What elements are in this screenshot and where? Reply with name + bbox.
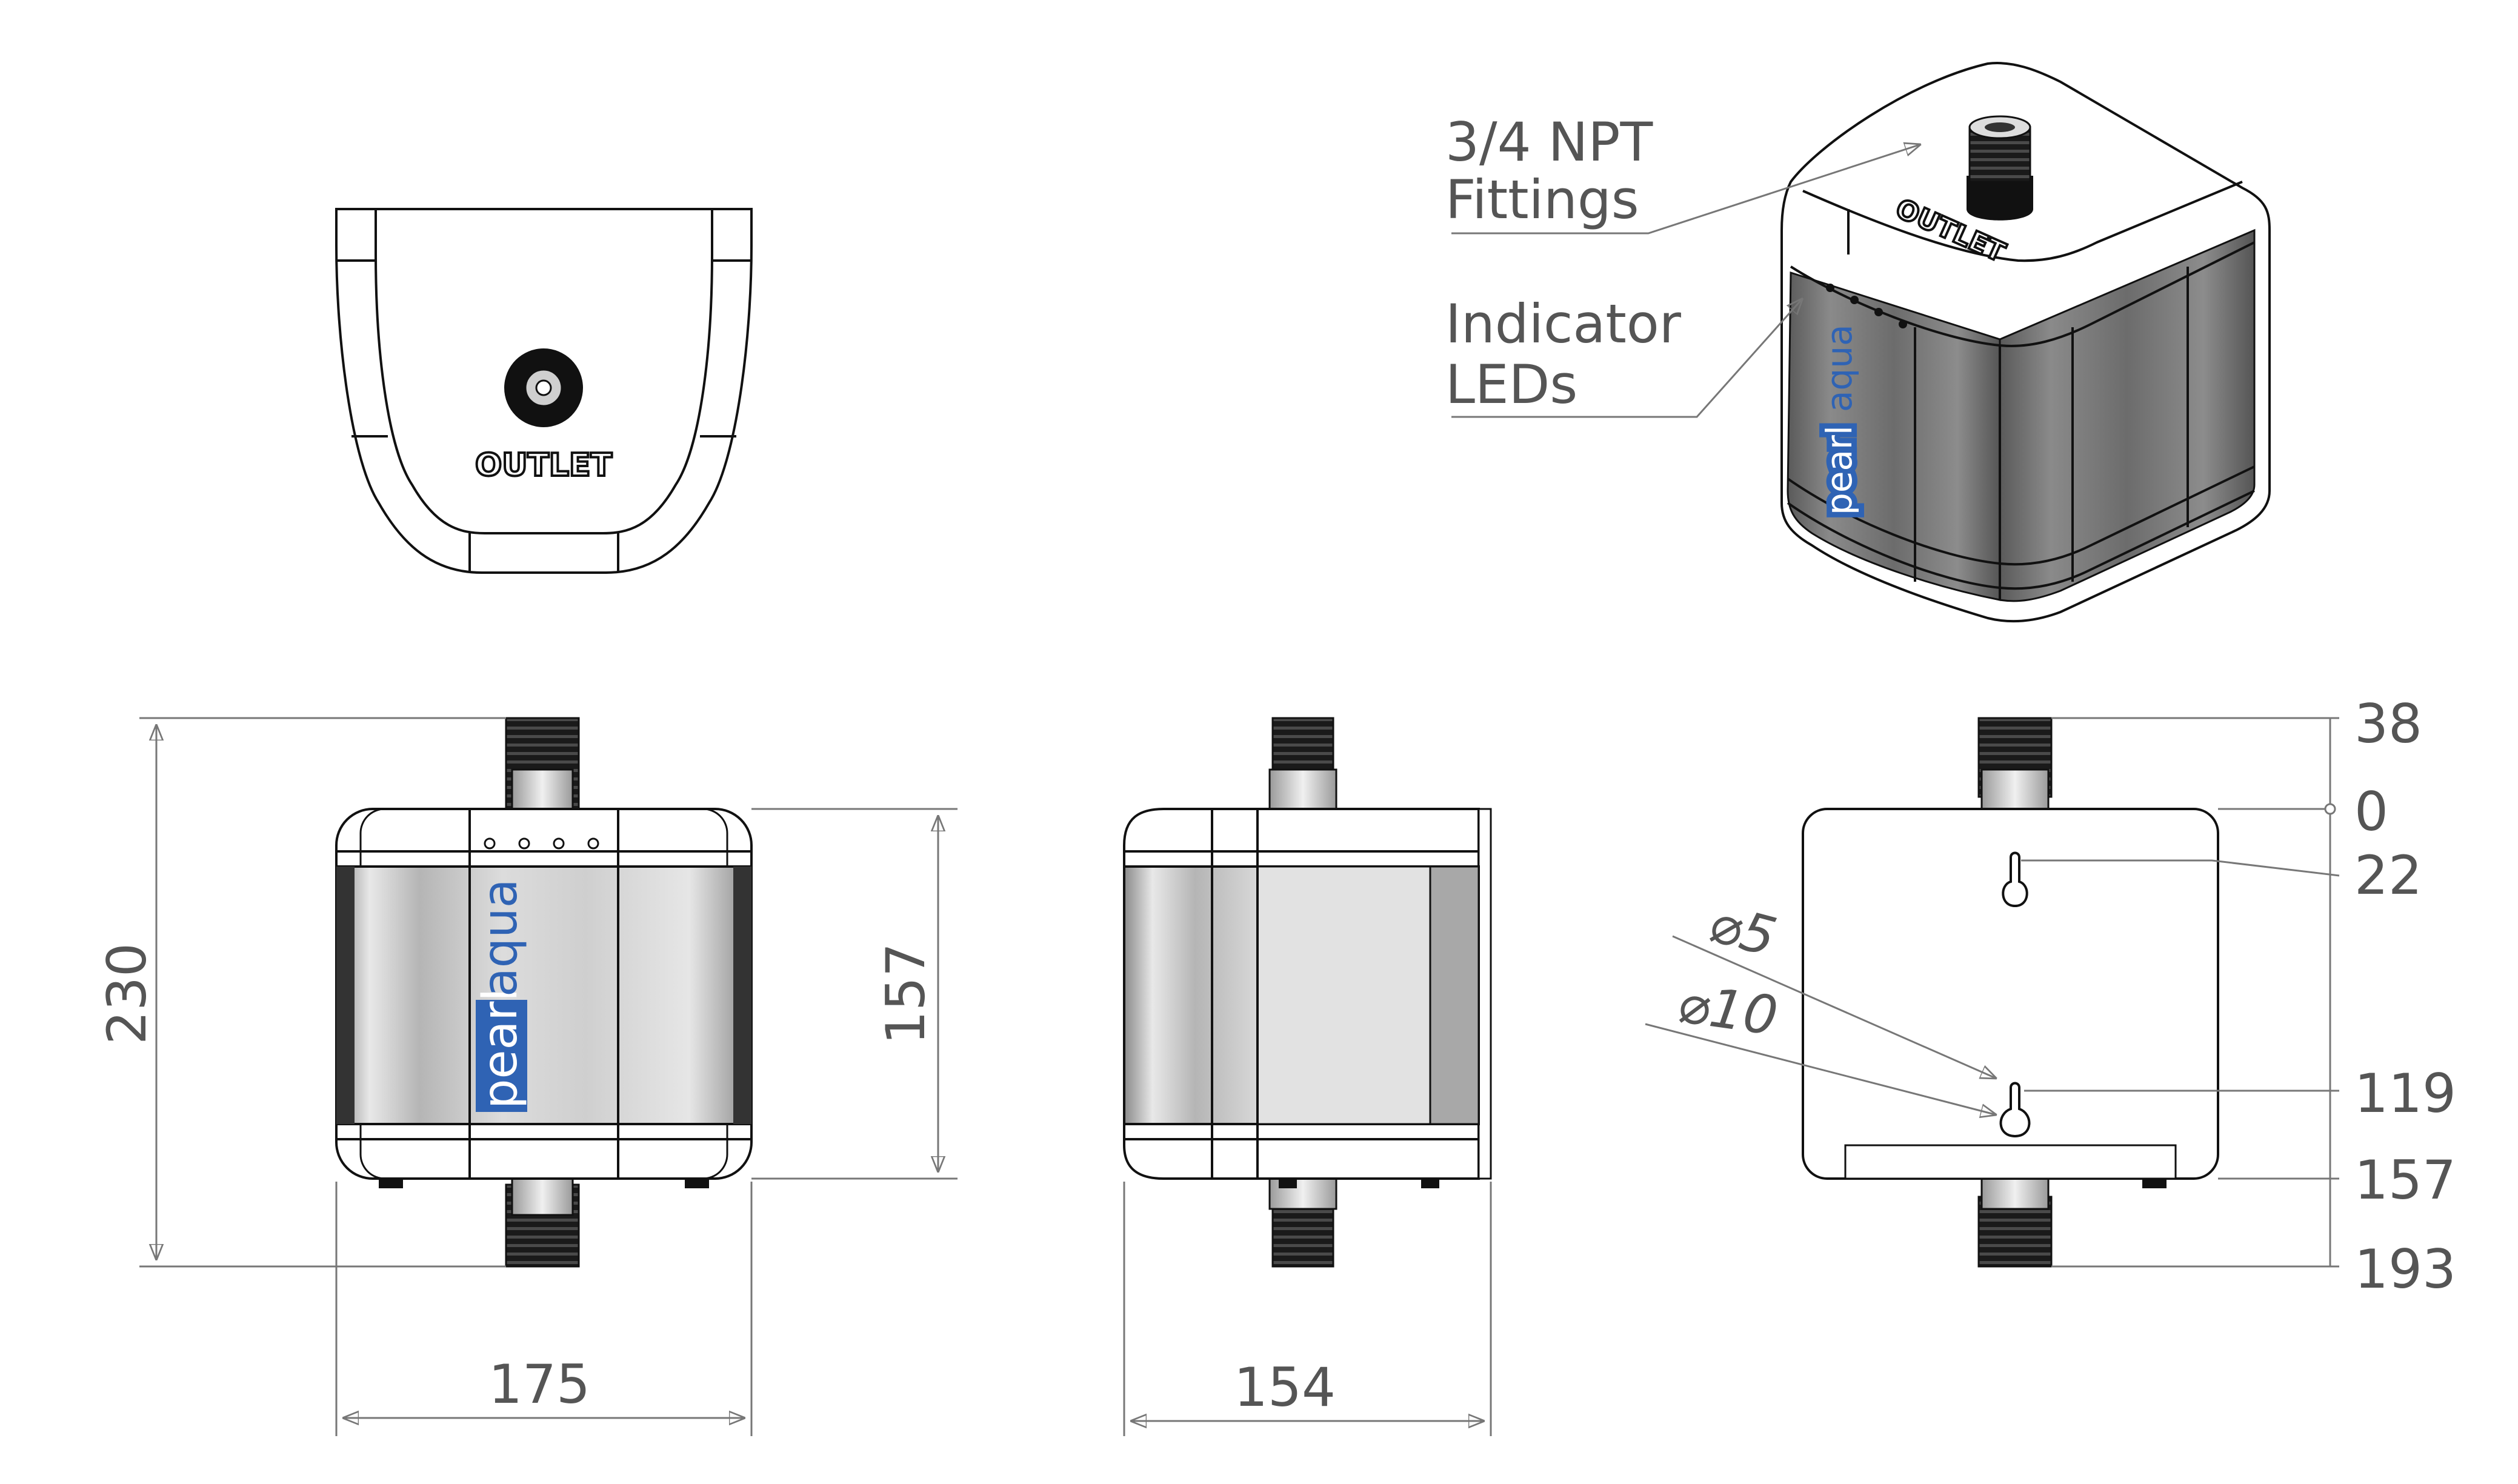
ordinate-22: 22	[2354, 844, 2422, 907]
front-view: pearl aqua	[335, 717, 753, 1268]
callout-fittings-line1: 3/4 NPT	[1445, 111, 1653, 173]
callout-fittings: 3/4 NPT Fittings	[1445, 111, 1921, 235]
top-view: OUTLET	[335, 208, 753, 574]
top-outlet-label: OUTLET	[475, 447, 613, 484]
dim-width-label: 175	[488, 1353, 590, 1416]
side-view	[1123, 717, 1492, 1268]
ordinate-0: 0	[2354, 780, 2388, 843]
ordinate-dimensions: 38 0 22 119 157 193	[2021, 693, 2456, 1300]
dimension-depth: 154	[1123, 1182, 1492, 1436]
iso-brand-aqua: aqua	[1819, 324, 1860, 412]
dimension-body-height: 157	[751, 808, 958, 1180]
hole-large-label: ⌀10	[1674, 972, 1782, 1048]
back-view	[1802, 717, 2219, 1268]
ordinate-193: 193	[2354, 1238, 2456, 1300]
callout-leds-line1: Indicator	[1445, 293, 1682, 355]
front-brand-aqua: aqua	[473, 879, 528, 997]
keyhole-top	[2002, 851, 2028, 908]
dimension-total-height: 230	[96, 717, 506, 1268]
dim-total-height-label: 230	[96, 943, 158, 1045]
hole-small-label: ⌀5	[1703, 891, 1783, 969]
ordinate-119: 119	[2354, 1062, 2456, 1125]
dim-depth-label: 154	[1234, 1356, 1336, 1419]
front-brand-pearl: pearl	[473, 988, 528, 1109]
callout-leds-line2: LEDs	[1445, 353, 1577, 416]
ordinate-157: 157	[2354, 1149, 2456, 1211]
dim-body-height-label: 157	[874, 943, 937, 1045]
keyhole-bottom	[1999, 1082, 2031, 1138]
iso-brand-pearl: pearl	[1819, 425, 1860, 515]
iso-fitting	[1967, 115, 2033, 221]
callout-leds: Indicator LEDs	[1445, 293, 1803, 418]
dimension-width: 175	[335, 1182, 753, 1436]
callout-fittings-line2: Fittings	[1445, 168, 1639, 231]
iso-view: pearl aqua OUTLET	[1780, 62, 2271, 623]
hole-diameter-leaders: ⌀5 ⌀10	[1645, 891, 1997, 1115]
ordinate-38: 38	[2354, 693, 2422, 755]
